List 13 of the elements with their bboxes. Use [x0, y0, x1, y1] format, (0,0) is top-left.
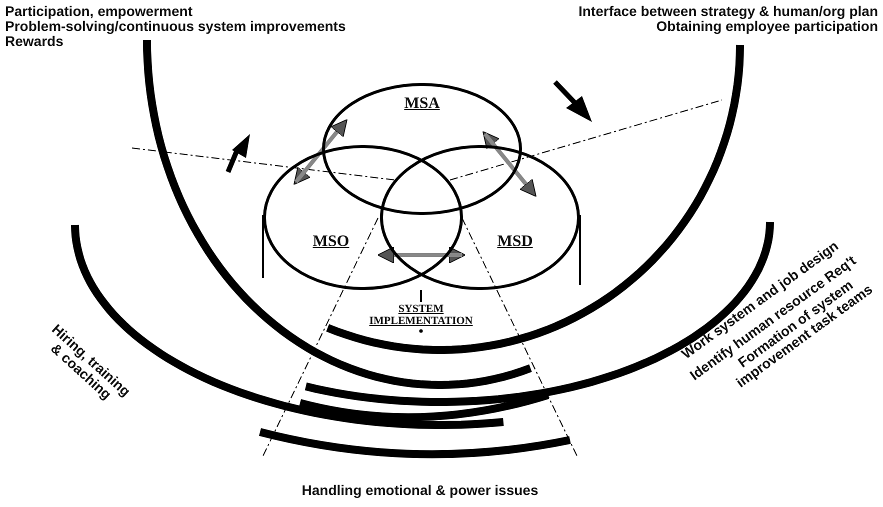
note-text: Participation, empowerment	[5, 4, 192, 19]
note-text: Rewards	[5, 34, 64, 49]
circle-label: MSD	[497, 233, 533, 251]
venn-circle	[380, 145, 580, 290]
note-text: Handling emotional & power issues	[302, 483, 538, 498]
circle-label: MSO	[312, 233, 350, 251]
note-text: Obtaining employee participation	[656, 19, 878, 34]
venn-circle	[322, 83, 522, 215]
note-text: Interface between strategy & human/org plan	[578, 4, 878, 19]
venn-circle	[263, 145, 463, 290]
heading-text: SYSTEM IMPLEMENTATION	[368, 303, 474, 327]
note-text: Problem-solving/continuous system improvements	[5, 19, 346, 34]
circle-label: MSA	[404, 95, 440, 113]
